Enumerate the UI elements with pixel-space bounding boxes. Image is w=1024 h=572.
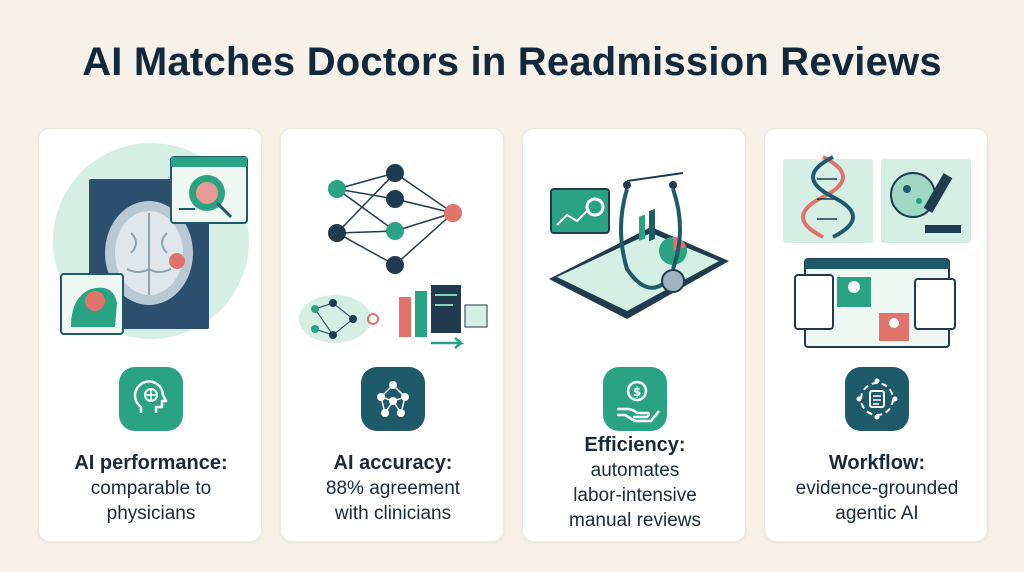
caption-efficiency: Efficiency: automates labor-intensive ma…: [529, 433, 741, 533]
caption-workflow: Workflow: evidence-grounded agentic AI: [771, 451, 983, 526]
caption-line: comparable to: [90, 478, 212, 499]
card-ai-accuracy: AI accuracy: 88% agreement with clinicia…: [280, 128, 504, 542]
caption-line: agentic AI: [835, 503, 919, 524]
workflow-icon: [845, 367, 909, 431]
brain-head-icon: [119, 367, 183, 431]
page-title: AI Matches Doctors in Readmission Review…: [82, 40, 942, 84]
caption-line: labor-intensive: [573, 485, 697, 506]
caption-line: physicians: [106, 503, 196, 524]
caption-line: evidence-grounded: [795, 478, 959, 499]
caption-heading: AI performance:: [74, 452, 228, 474]
caption-heading: Efficiency:: [584, 434, 686, 456]
neural-network-icon: [361, 367, 425, 431]
research-dashboard-illustration: [783, 155, 971, 348]
tablet-stethoscope-illustration: [549, 172, 729, 319]
card-efficiency: $ Efficiency: automates labor-intensive …: [522, 128, 746, 542]
caption-line: 88% agreement: [325, 478, 461, 499]
neural-network-illustration: [299, 164, 488, 349]
caption-ai-performance: AI performance: comparable to physicians: [45, 451, 257, 526]
brain-scan-illustration: [53, 143, 249, 339]
svg-text:$: $: [633, 385, 641, 399]
hand-coin-icon: $: [603, 367, 667, 431]
caption-heading: Workflow:: [828, 452, 926, 474]
caption-heading: AI accuracy:: [333, 452, 453, 474]
card-workflow: Workflow: evidence-grounded agentic AI: [764, 128, 988, 542]
caption-line: with clinicians: [334, 503, 452, 524]
caption-ai-accuracy: AI accuracy: 88% agreement with clinicia…: [287, 451, 499, 526]
card-ai-performance: AI performance: comparable to physicians: [38, 128, 262, 542]
caption-line: manual reviews: [569, 510, 701, 531]
caption-line: automates: [590, 460, 680, 481]
